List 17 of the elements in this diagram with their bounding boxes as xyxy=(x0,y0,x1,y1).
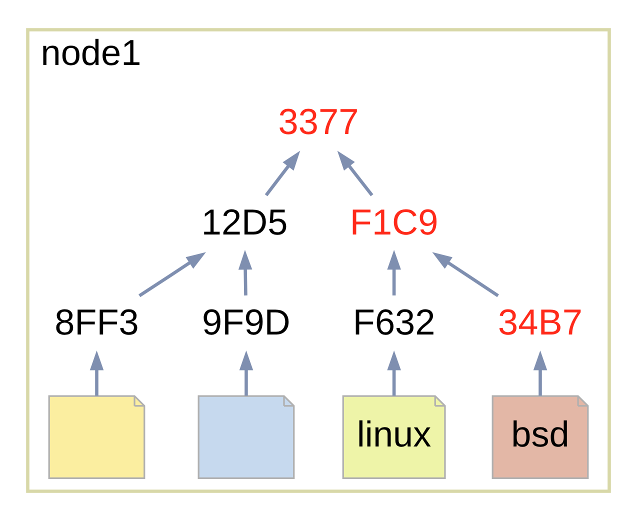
node-text: F632 xyxy=(352,301,436,342)
node-text: 34B7 xyxy=(498,301,582,342)
arrow xyxy=(138,252,206,297)
node-text: 3377 xyxy=(278,100,359,142)
node-text: 9F9D xyxy=(202,301,290,342)
arrow xyxy=(533,350,548,396)
arrow xyxy=(387,249,401,295)
arrow xyxy=(432,252,499,297)
arrow xyxy=(90,350,104,396)
node-text: F1C9 xyxy=(350,200,438,242)
node-text: 8FF3 xyxy=(54,301,139,342)
arrow xyxy=(238,249,252,295)
arrow xyxy=(239,350,254,396)
arrow xyxy=(387,350,401,396)
arrow xyxy=(264,150,300,196)
node-text: 12D5 xyxy=(201,200,288,242)
arrow xyxy=(337,150,374,196)
